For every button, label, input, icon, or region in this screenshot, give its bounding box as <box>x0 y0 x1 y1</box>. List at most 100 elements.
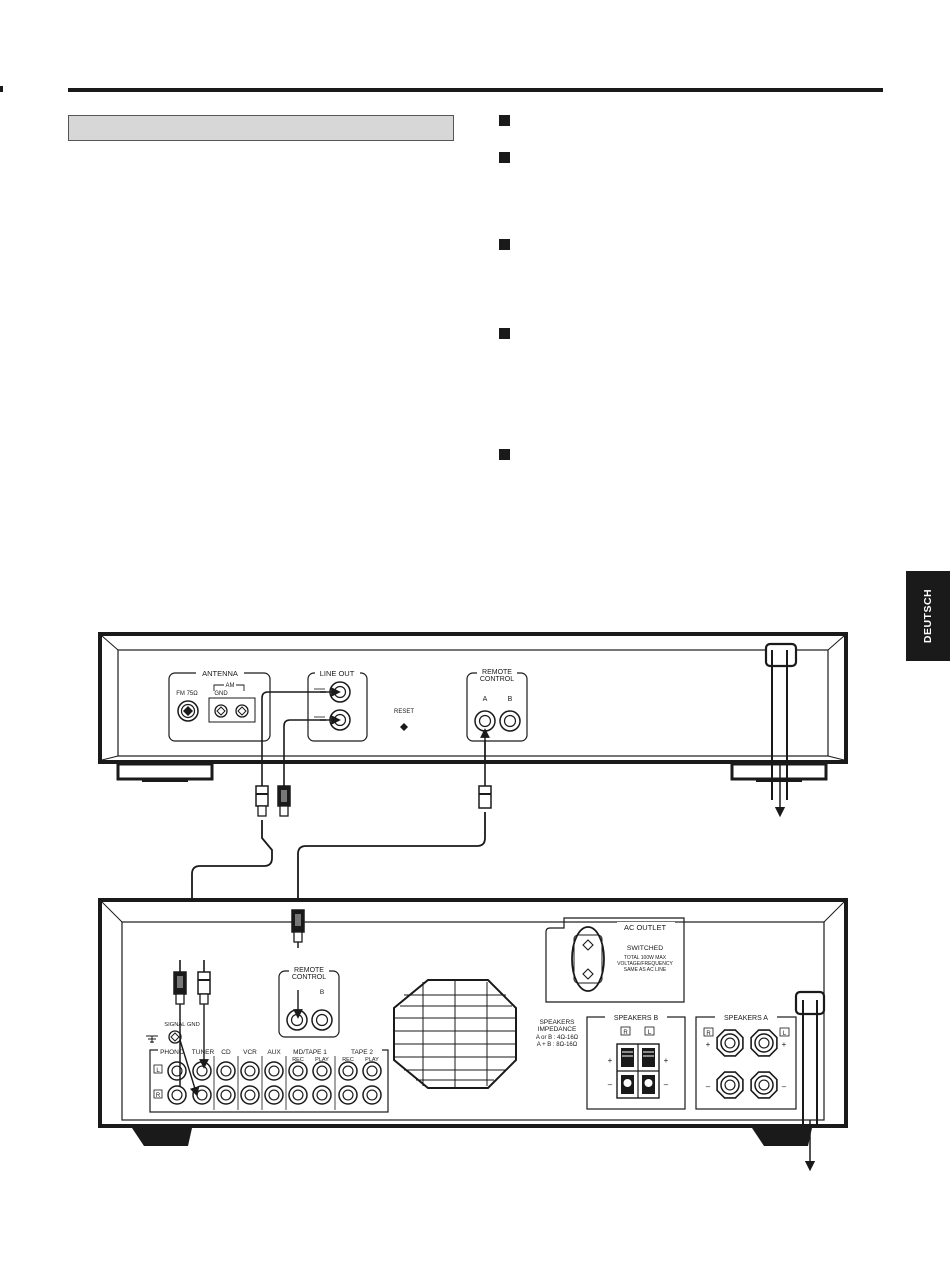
speakers-b-terminals <box>616 1043 660 1099</box>
fm-antenna-jack <box>177 700 199 722</box>
tuner-remote-title-2: CONTROL <box>480 676 514 683</box>
ac-outlet-box <box>545 917 685 1003</box>
speakers-a-plus-right: + <box>782 1040 787 1049</box>
fm-label: FM 75Ω <box>176 691 198 697</box>
md-rec-label: REC <box>292 1057 304 1063</box>
tuner-remote-jack-b <box>499 710 521 732</box>
tape2-label: TAPE 2 <box>351 1049 373 1056</box>
ventilation-grille <box>393 979 517 1089</box>
margin-mark <box>0 86 3 92</box>
tuner-remote-a-label: A <box>483 696 488 703</box>
amp-remote-jack-b <box>311 1009 333 1031</box>
tape2-play-label: PLAY <box>365 1057 379 1063</box>
input-jack-l <box>192 1061 212 1081</box>
antenna-title: ANTENNA <box>202 669 238 678</box>
tuner-remote-title-1: REMOTE <box>482 669 512 676</box>
amp-remote-jack-a <box>286 1009 308 1031</box>
rca-plug-amp-r <box>197 971 211 1005</box>
bullet-marker <box>499 239 510 250</box>
impedance-line2: A + B : 8Ω-16Ω <box>537 1042 578 1048</box>
line-out-title: LINE OUT <box>320 669 355 678</box>
tape2-rec-label: REC <box>342 1057 354 1063</box>
ac-spec-line2: VOLTAGE/FREQUENCY <box>617 961 673 967</box>
ground-icon <box>146 1035 158 1043</box>
speakers-b-l-label: L <box>648 1030 652 1036</box>
remote-plug-amp <box>291 909 305 948</box>
ac-outlet-title: AC OUTLET <box>624 923 667 932</box>
speakers-a-terminals <box>716 1029 778 1099</box>
gnd-label: GND <box>214 691 228 697</box>
speaker-binding-post <box>716 1029 744 1057</box>
input-jacks <box>167 1061 382 1105</box>
input-jack-r <box>264 1085 284 1105</box>
tuner-input-label: TUNER <box>192 1049 215 1056</box>
bullet-marker <box>499 152 510 163</box>
speaker-binding-post <box>750 1071 778 1099</box>
speakers-impedance-title-2: IMPEDANCE <box>538 1026 577 1033</box>
remote-plug-tuner <box>478 785 492 809</box>
aux-label: AUX <box>267 1049 281 1056</box>
input-jack-r <box>338 1085 358 1105</box>
amplifier-foot-left <box>132 1128 192 1146</box>
ac-outlet-socket <box>571 926 605 992</box>
amplifier-unit: AC OUTLET SWITCHED TOTAL 100W MAX VOLTAG… <box>98 898 848 1172</box>
input-jack-l <box>216 1061 236 1081</box>
md-tape1-label: MD/TAPE 1 <box>293 1049 327 1056</box>
speakers-b-minus-right: – <box>664 1080 669 1089</box>
tuner-power-cord-clamp <box>764 642 798 668</box>
speaker-binding-post-knob <box>754 1033 774 1053</box>
speakers-a-minus-right: – <box>782 1082 787 1091</box>
speaker-binding-post <box>750 1029 778 1057</box>
input-jack-l <box>288 1061 308 1081</box>
tuner-unit: ANTENNA FM 75Ω AM GND LINE OUT <box>98 632 848 818</box>
input-jack-r <box>288 1085 308 1105</box>
impedance-line1: A or B : 4Ω-16Ω <box>536 1035 579 1041</box>
speaker-binding-post <box>716 1071 744 1099</box>
am-terminal <box>235 704 249 718</box>
input-jack-r <box>362 1085 382 1105</box>
amp-power-cord-clamp <box>794 990 826 1016</box>
section-heading-box <box>68 115 454 141</box>
tuner-remote-jack-a <box>474 710 496 732</box>
input-jack-l <box>264 1061 284 1081</box>
input-r-label: R <box>156 1093 161 1099</box>
input-jack-r <box>216 1085 236 1105</box>
speakers-b-title: SPEAKERS B <box>614 1015 659 1022</box>
bullet-marker <box>499 115 510 126</box>
bullet-marker <box>499 328 510 339</box>
amp-remote-title-1: REMOTE <box>294 967 324 974</box>
tuner-foot-right <box>730 762 828 781</box>
input-jack-r <box>167 1085 187 1105</box>
speaker-binding-post-knob <box>754 1075 774 1095</box>
bullet-marker <box>499 449 510 460</box>
speakers-impedance-title-1: SPEAKERS <box>539 1019 575 1026</box>
signal-gnd-terminal <box>168 1030 182 1044</box>
speakers-a-l-label: L <box>783 1031 787 1037</box>
speaker-binding-post-knob <box>720 1033 740 1053</box>
rca-plug-l <box>255 785 269 817</box>
remote-cable <box>297 728 490 910</box>
speakers-b-minus-left: – <box>608 1080 613 1089</box>
input-jack-r <box>312 1085 332 1105</box>
input-jack-l <box>240 1061 260 1081</box>
vcr-label: VCR <box>243 1049 257 1056</box>
rca-plug-amp-l <box>173 971 187 1086</box>
phono-label: PHONO <box>160 1049 184 1056</box>
input-jack-r <box>240 1085 260 1105</box>
reset-button[interactable] <box>400 723 408 731</box>
am-terminal-gnd <box>214 704 228 718</box>
tuner-panel <box>117 649 829 757</box>
am-label: AM <box>226 683 235 689</box>
speakers-b-r-label: R <box>623 1030 628 1036</box>
speakers-b-plus-left: + <box>608 1056 613 1065</box>
speaker-binding-post-knob <box>720 1075 740 1095</box>
ac-spec-line1: TOTAL 100W MAX <box>624 955 667 961</box>
rca-plug-r <box>277 785 291 817</box>
md-play-label: PLAY <box>315 1057 329 1063</box>
input-jack-l <box>167 1061 187 1081</box>
language-tab[interactable]: DEUTSCH <box>906 571 950 661</box>
reset-label: RESET <box>394 709 414 715</box>
speakers-a-minus-left: – <box>706 1082 711 1091</box>
speakers-a-plus-left: + <box>706 1040 711 1049</box>
